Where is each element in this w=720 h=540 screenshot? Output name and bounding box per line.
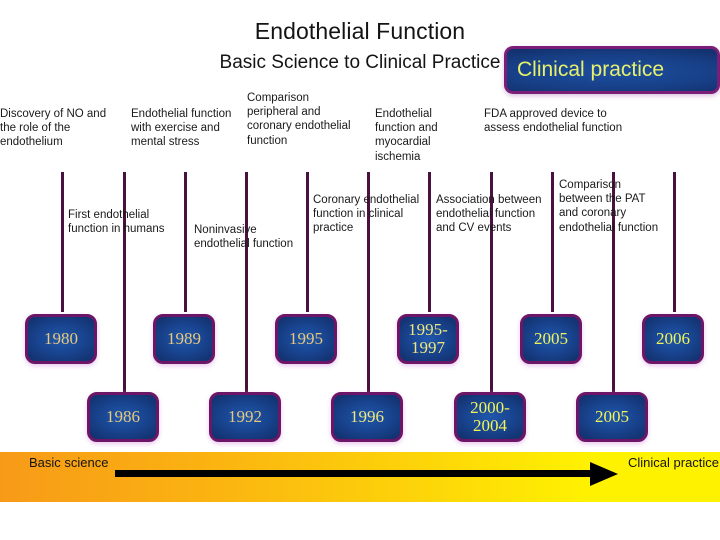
milestone-caption: Comparison between the PAT and coronary … <box>559 179 659 234</box>
milestone-caption: Noninvasive endothelial function <box>194 224 294 251</box>
connector-line <box>612 172 615 400</box>
connector-line <box>673 172 676 312</box>
year-box[interactable]: 1996 <box>331 392 403 442</box>
connector-line <box>490 172 493 400</box>
year-box-label: 1992 <box>228 407 262 426</box>
page-title: Endothelial Function <box>254 18 466 44</box>
year-box-label: 2006 <box>656 329 690 348</box>
year-box[interactable]: 2000-2004 <box>454 392 526 442</box>
year-box-label: 2005 <box>534 329 568 348</box>
year-box[interactable]: 1995 <box>275 314 337 364</box>
year-box[interactable]: 1980 <box>25 314 97 364</box>
basic-science-label: Basic science <box>29 455 109 470</box>
page-subtitle: Basic Science to Clinical Practice <box>219 52 501 73</box>
year-box[interactable]: 1989 <box>153 314 215 364</box>
connector-line <box>367 172 370 400</box>
progression-arrow-head-icon <box>590 462 618 486</box>
connector-line <box>184 172 187 312</box>
milestone-caption: FDA approved device to assess endothelia… <box>484 108 623 135</box>
progression-arrow-shaft <box>115 470 595 477</box>
year-box[interactable]: 1992 <box>209 392 281 442</box>
year-box-label: 1989 <box>167 329 201 348</box>
clinical-practice-badge-label: Clinical practice <box>517 58 665 81</box>
milestone-caption: Discovery of NO and the role of the endo… <box>0 108 107 149</box>
clinical-practice-label: Clinical practice <box>628 455 720 470</box>
milestone-caption: Association between endothelial function… <box>436 194 542 235</box>
year-box[interactable]: 2005 <box>576 392 648 442</box>
year-box[interactable]: 1995-1997 <box>397 314 459 364</box>
clinical-practice-badge[interactable]: Clinical practice <box>504 46 720 94</box>
year-box[interactable]: 2005 <box>520 314 582 364</box>
milestone-caption: First endothelial function in humans <box>68 209 165 236</box>
year-box-label: 2005 <box>595 407 629 426</box>
year-box[interactable]: 1986 <box>87 392 159 442</box>
year-box-label: 1996 <box>350 407 384 426</box>
connector-line <box>245 172 248 400</box>
year-box-label: 2000-2004 <box>470 398 510 435</box>
milestone-caption: Endothelial function with exercise and m… <box>131 108 232 149</box>
milestone-caption: Coronary endothelial function in clinica… <box>313 194 420 235</box>
connector-line <box>306 172 309 312</box>
milestone-caption: Comparison peripheral and coronary endot… <box>247 92 351 147</box>
year-box-label: 1995 <box>289 329 323 348</box>
year-box-label: 1995-1997 <box>408 320 448 357</box>
year-box-label: 1986 <box>106 407 140 426</box>
connector-line <box>61 172 64 312</box>
connector-line <box>551 172 554 312</box>
connector-line <box>428 172 431 312</box>
connector-line <box>123 172 126 400</box>
year-box[interactable]: 2006 <box>642 314 704 364</box>
year-box-label: 1980 <box>44 329 78 348</box>
milestone-caption: Endothelial function and myocardial isch… <box>375 108 438 163</box>
